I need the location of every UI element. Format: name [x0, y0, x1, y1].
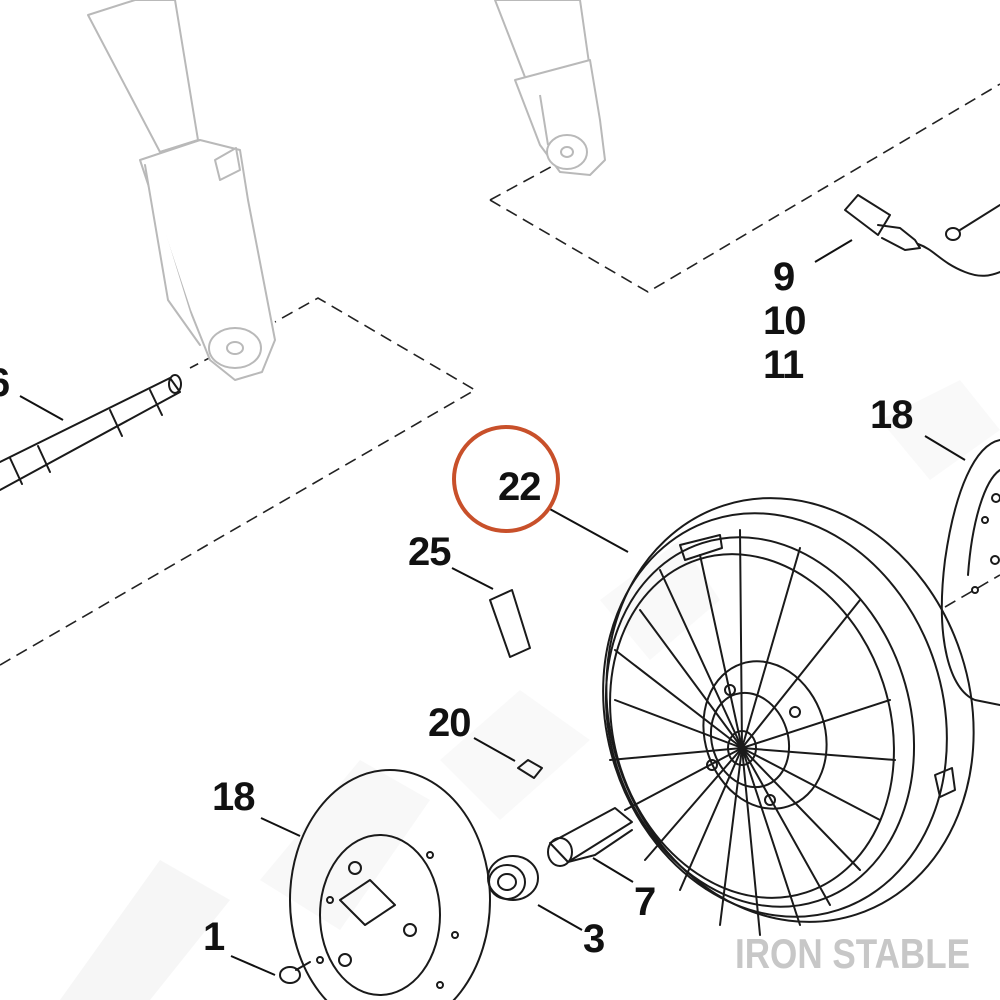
spacer-tube-part — [547, 807, 633, 867]
front-wheel-part — [602, 497, 975, 936]
callout-9: 9 — [773, 255, 794, 299]
callout-10: 10 — [763, 299, 806, 343]
watermark-background — [60, 380, 1000, 1000]
callout-1: 1 — [203, 915, 225, 959]
clip-part — [517, 759, 543, 779]
brake-disc-right — [940, 439, 1000, 706]
highlight-circle — [452, 425, 560, 533]
callout-18-right: 18 — [870, 393, 913, 437]
disc-bolt-part — [279, 961, 311, 984]
bearing-part — [487, 855, 539, 901]
callout-11: 11 — [763, 343, 804, 387]
callout-labels: 6 9 10 11 18 22 25 20 18 7 1 3 — [0, 255, 914, 961]
callout-6: 6 — [0, 361, 9, 405]
callout-25: 25 — [408, 530, 451, 574]
callout-20: 20 — [428, 701, 471, 745]
watermark-text: IRON STABLE — [735, 930, 970, 977]
callout-7: 7 — [634, 880, 655, 924]
callout-3: 3 — [583, 917, 604, 961]
fork-leg-right — [494, 0, 606, 176]
callout-18-left: 18 — [212, 775, 255, 819]
callout-22: 22 — [498, 465, 541, 509]
balance-pad-part — [489, 589, 531, 658]
wheel-spokes — [609, 529, 896, 936]
leader-lines — [19, 239, 966, 976]
axle-part — [0, 374, 182, 491]
brake-disc-left — [289, 769, 491, 1000]
speed-sensor-part — [844, 194, 1000, 277]
fork-leg-left — [87, 0, 276, 381]
